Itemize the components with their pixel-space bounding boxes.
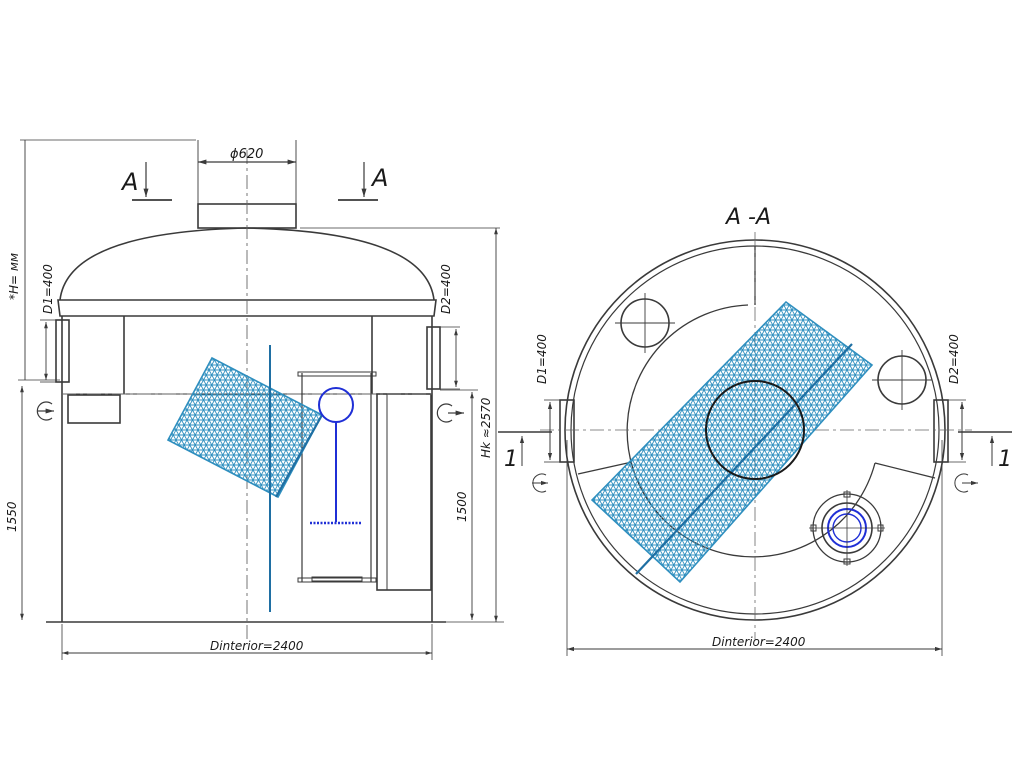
d2-label-front: D2=400 bbox=[439, 264, 453, 314]
outlet-module bbox=[376, 393, 432, 591]
front-annotations bbox=[18, 139, 504, 660]
inlet-pipe-d1 bbox=[55, 319, 70, 383]
inlet-flow-icon bbox=[36, 401, 53, 421]
front-view bbox=[46, 150, 446, 640]
d2-label-section: D2=400 bbox=[947, 334, 961, 384]
section-mark-1-right: 1 bbox=[998, 447, 1012, 472]
outlet-flow-icon bbox=[436, 403, 453, 423]
pump-well-section bbox=[809, 490, 885, 566]
section-annotations bbox=[498, 399, 1012, 656]
outlet-flow-icon-section bbox=[954, 473, 969, 493]
section-title: A -A bbox=[724, 205, 771, 230]
h-dimension-label: *H= мм bbox=[7, 253, 21, 300]
d1-label-front: D1=400 bbox=[41, 264, 55, 314]
section-mark-right: A bbox=[370, 164, 388, 192]
pump-unit bbox=[310, 387, 362, 525]
partition-right bbox=[874, 462, 936, 479]
section-mark-left: A bbox=[120, 168, 138, 196]
height-1550-label: 1550 bbox=[5, 501, 19, 532]
d1-label-section: D1=400 bbox=[535, 334, 549, 384]
filter-media-section bbox=[590, 300, 874, 584]
manhole-diameter-label: ϕ620 bbox=[230, 147, 263, 162]
center-manhole-section bbox=[705, 380, 805, 480]
pump-float bbox=[318, 387, 354, 423]
inlet-box bbox=[67, 394, 121, 424]
dome-flange bbox=[57, 299, 437, 317]
height-1500-label: 1500 bbox=[455, 491, 469, 522]
outlet-pipe-section bbox=[933, 399, 949, 463]
partition-left bbox=[577, 461, 633, 475]
filter-media-front bbox=[166, 345, 324, 612]
diameter-label-section: Dinterior=2400 bbox=[712, 635, 806, 649]
outlet-pipe-d2 bbox=[426, 326, 441, 390]
section-mark-1-left: 1 bbox=[504, 447, 518, 472]
section-labels: A -A D1=400 D2=400 1 1 Dinterior=2400 bbox=[504, 205, 1012, 649]
diameter-label-front: Dinterior=2400 bbox=[210, 639, 304, 653]
front-labels: ϕ620 A A *H= мм D1=400 D2=400 Hk ≈2570 1… bbox=[5, 147, 493, 653]
hk-label: Hk ≈2570 bbox=[479, 397, 493, 458]
